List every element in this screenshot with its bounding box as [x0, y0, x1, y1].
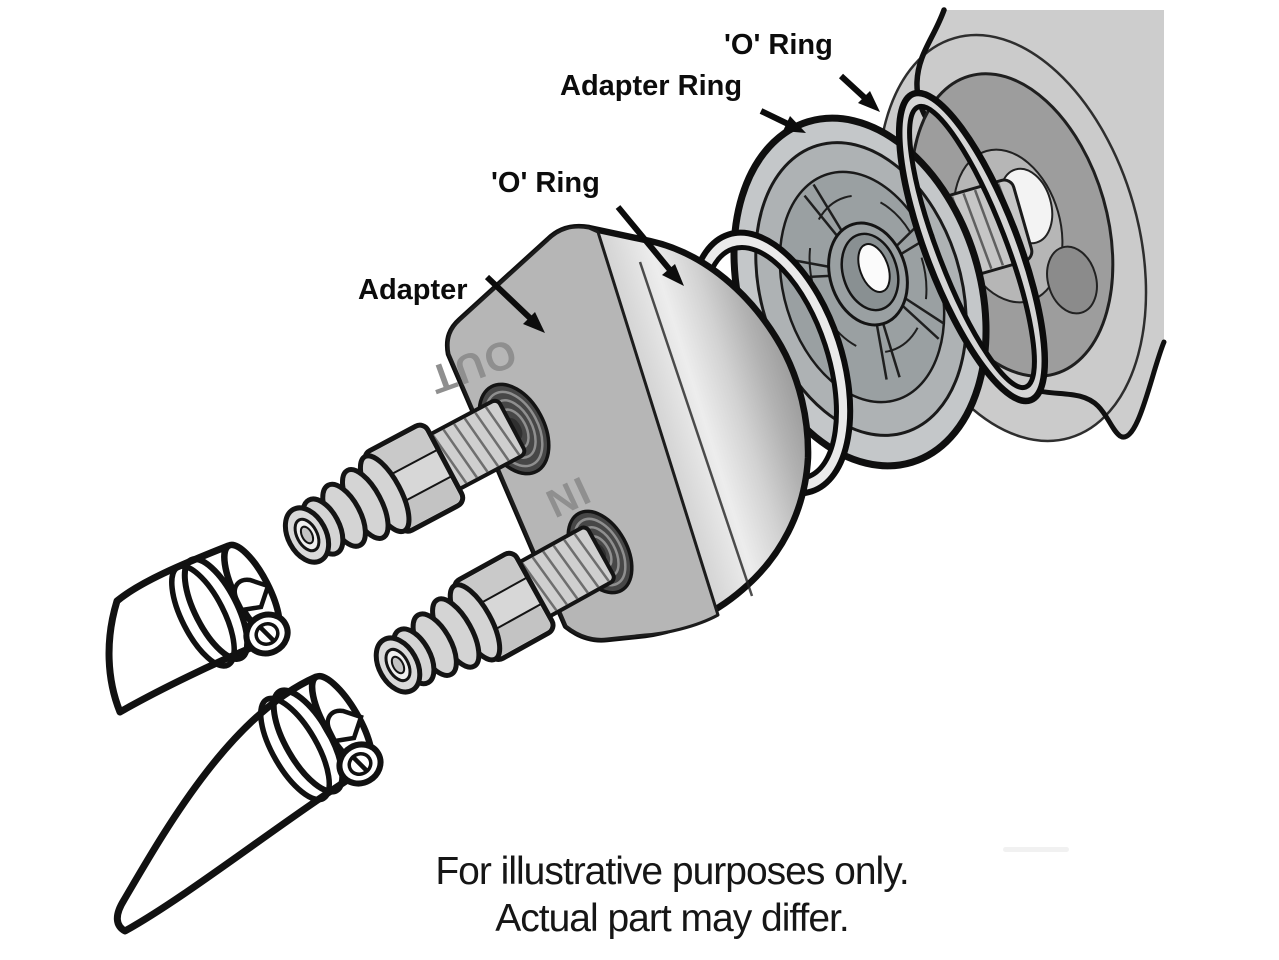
caption-line-1: For illustrative purposes only. — [435, 850, 909, 893]
callout-adapter: Adapter — [358, 274, 468, 306]
arrow-o-ring-top — [838, 73, 869, 102]
in-hose — [113, 672, 384, 935]
callout-o-ring-middle: 'O' Ring — [491, 167, 600, 199]
out-hose — [105, 541, 291, 716]
adapter-side-face — [446, 225, 720, 641]
caption-line-2: Actual part may differ. — [495, 897, 849, 940]
callout-arrows — [484, 73, 880, 333]
ring-spokes — [789, 183, 945, 380]
hose-clamp-tab — [232, 577, 271, 613]
hose-clamp-band — [270, 687, 346, 795]
callout-adapter-ring: Adapter Ring — [560, 70, 743, 102]
hose-clamp-screw — [243, 611, 291, 657]
print-artifact — [1003, 847, 1069, 852]
arrow-adapter-ring — [759, 108, 790, 127]
callout-o-ring-top: 'O' Ring — [724, 29, 833, 61]
out-barb-fitting — [282, 398, 527, 565]
hose-clamp-tab — [325, 708, 364, 744]
o-ring-rear-part — [895, 89, 1049, 405]
engine-bottom-edge — [1031, 339, 1167, 440]
arrow-o-ring-middle — [615, 205, 673, 272]
in-barb-fitting — [373, 525, 616, 695]
hose-clamp-screw — [336, 741, 384, 787]
arrow-adapter — [484, 274, 533, 321]
